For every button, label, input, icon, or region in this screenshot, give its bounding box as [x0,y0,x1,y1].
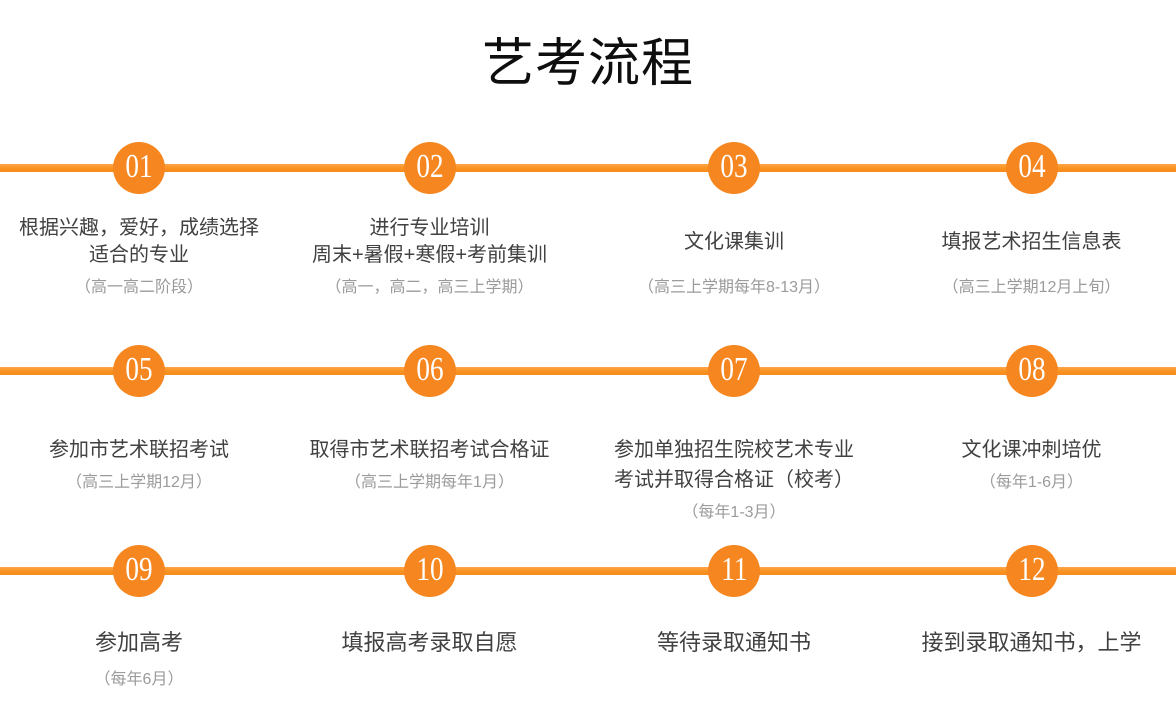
flow-row-2: 05 参加市艺术联招考试 （高三上学期12月） 06 取得市艺术联招考试合格证 … [0,340,1176,540]
step-04: 04 填报艺术招生信息表 （高三上学期12月上旬） [887,140,1176,298]
step-04-number-badge: 04 [1005,142,1058,194]
step-09: 09 参加高考 （每年6月） [0,540,278,690]
step-number: 12 [1017,551,1046,588]
step-title-line: 参加单独招生院校艺术专业 [614,439,854,461]
step-title-line: 考试并取得合格证（校考） [614,469,854,491]
step-title-line: 参加高考 [94,630,183,655]
step-number: 05 [125,351,153,388]
step-note: （高三上学期12月） [66,474,212,491]
step-01: 01 根据兴趣，爱好，成绩选择 适合的专业 （高一高二阶段） [0,140,278,298]
step-number: 04 [1017,148,1046,185]
step-title: 参加市艺术联招考试 [0,435,278,465]
timeline-line [0,567,1176,575]
step-number: 09 [125,551,153,588]
step-title-line: 填报艺术招生信息表 [941,230,1122,253]
step-01-number-badge: 01 [113,142,165,194]
step-title: 等待录取通知书 [581,628,887,658]
step-title: 参加单独招生院校艺术专业 考试并取得合格证（校考） [581,435,887,495]
step-08-number-badge: 08 [1005,345,1058,397]
step-title-line: 周末+暑假+寒假+考前集训 [311,244,548,266]
timeline-line [0,164,1176,172]
step-title-line: 等待录取通知书 [656,630,811,655]
step-title-line: 参加市艺术联招考试 [49,439,229,461]
row-2-cells: 05 参加市艺术联招考试 （高三上学期12月） 06 取得市艺术联招考试合格证 … [0,340,1176,523]
step-05: 05 参加市艺术联招考试 （高三上学期12月） [0,340,278,523]
step-05-number-badge: 05 [113,345,165,397]
step-title-line: 根据兴趣，爱好，成绩选择 [19,217,259,239]
timeline-line [0,367,1176,375]
step-number: 01 [125,148,153,185]
step-10: 10 填报高考录取自愿 [278,540,581,690]
step-note: （高三上学期每年1月） [345,474,514,491]
row-3-cells: 09 参加高考 （每年6月） 10 填报高考录取自愿 11 [0,540,1176,690]
step-title: 参加高考 [0,628,278,658]
flow-row-1: 01 根据兴趣，爱好，成绩选择 适合的专业 （高一高二阶段） 02 进行专业培训… [0,140,1176,340]
step-number: 08 [1017,351,1046,388]
step-title: 进行专业培训 周末+暑假+寒假+考前集训 [278,215,581,269]
step-title: 接到录取通知书，上学 [887,628,1176,658]
step-07-number-badge: 07 [708,345,760,397]
step-title: 文化课冲刺培优 [887,435,1176,465]
step-title: 填报艺术招生信息表 [887,215,1176,269]
step-08: 08 文化课冲刺培优 （每年1-6月） [887,340,1176,523]
step-02: 02 进行专业培训 周末+暑假+寒假+考前集训 （高一，高二，高三上学期） [278,140,581,298]
page-title: 艺考流程 [481,35,694,93]
step-11-number-badge: 11 [708,545,760,597]
row-1-cells: 01 根据兴趣，爱好，成绩选择 适合的专业 （高一高二阶段） 02 进行专业培训… [0,140,1176,298]
step-number: 03 [720,148,748,185]
step-number: 11 [720,551,748,588]
step-12: 12 接到录取通知书，上学 [887,540,1176,690]
step-note: （每年6月） [94,671,184,688]
step-title-line: 接到录取通知书，上学 [921,630,1142,655]
step-number: 02 [415,148,444,185]
step-title-line: 文化课冲刺培优 [961,439,1102,461]
step-title-line: 文化课集训 [684,230,784,253]
flow-row-3: 09 参加高考 （每年6月） 10 填报高考录取自愿 11 [0,540,1176,717]
step-06: 06 取得市艺术联招考试合格证 （高三上学期每年1月） [278,340,581,523]
step-07: 07 参加单独招生院校艺术专业 考试并取得合格证（校考） （每年1-3月） [581,340,887,523]
step-note: （高一，高二，高三上学期） [325,279,534,296]
step-11: 11 等待录取通知书 [581,540,887,690]
step-title-line: 进行专业培训 [369,217,490,239]
step-title: 文化课集训 [581,215,887,269]
step-03: 03 文化课集训 （高三上学期每年8-13月） [581,140,887,298]
step-number: 07 [720,351,748,388]
step-title-line: 适合的专业 [89,244,189,266]
step-number: 06 [415,351,444,388]
step-02-number-badge: 02 [403,142,456,194]
step-06-number-badge: 06 [403,345,456,397]
step-03-number-badge: 03 [708,142,760,194]
step-note: （高三上学期每年8-13月） [637,279,831,296]
step-note: （高三上学期12月上旬） [942,279,1121,296]
step-10-number-badge: 10 [403,545,456,597]
step-title: 填报高考录取自愿 [278,628,581,658]
step-09-number-badge: 09 [113,545,165,597]
step-12-number-badge: 12 [1005,545,1058,597]
step-title: 取得市艺术联招考试合格证 [278,435,581,465]
step-title-line: 取得市艺术联招考试合格证 [309,439,550,461]
step-title-line: 填报高考录取自愿 [341,630,518,655]
step-title: 根据兴趣，爱好，成绩选择 适合的专业 [0,215,278,269]
step-note: （每年1-3月） [682,504,786,521]
step-note: （每年1-6月） [979,474,1084,491]
step-note: （高一高二阶段） [74,279,203,296]
step-number: 10 [415,551,444,588]
